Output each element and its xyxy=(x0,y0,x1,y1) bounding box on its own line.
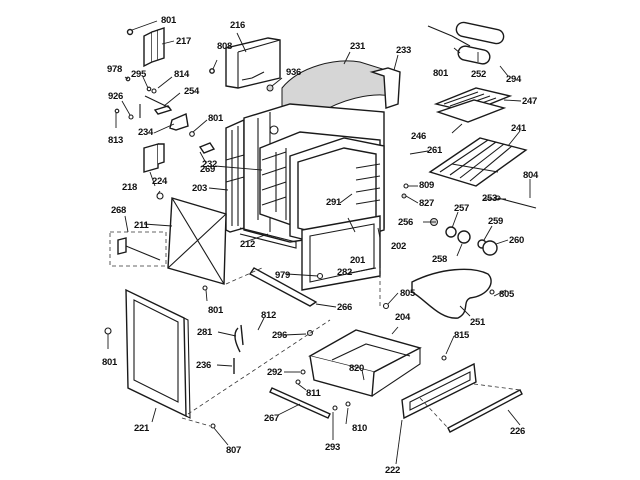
callout-809[interactable]: 809 xyxy=(419,180,434,191)
callout-801[interactable]: 801 xyxy=(208,113,223,124)
callout-256[interactable]: 256 xyxy=(398,217,413,228)
callout-202[interactable]: 202 xyxy=(391,241,406,252)
callout-252[interactable]: 252 xyxy=(471,69,486,80)
side-panel-203 xyxy=(225,118,245,233)
callout-269[interactable]: 269 xyxy=(200,164,215,175)
callout-258[interactable]: 258 xyxy=(432,254,447,265)
callout-224[interactable]: 224 xyxy=(152,176,167,187)
assembly-lines xyxy=(181,267,521,429)
callout-281[interactable]: 281 xyxy=(197,327,212,338)
callout-231[interactable]: 231 xyxy=(350,41,365,52)
callout-936[interactable]: 936 xyxy=(286,67,301,78)
callout-212[interactable]: 212 xyxy=(240,239,255,250)
hinge-kit-268 xyxy=(109,231,167,267)
callout-804[interactable]: 804 xyxy=(523,170,538,181)
callout-218[interactable]: 218 xyxy=(122,182,137,193)
callout-233[interactable]: 233 xyxy=(396,45,411,56)
callout-254[interactable]: 254 xyxy=(184,86,199,97)
callout-808[interactable]: 808 xyxy=(217,41,232,52)
callout-801[interactable]: 801 xyxy=(208,305,223,316)
callout-241[interactable]: 241 xyxy=(511,123,526,134)
latch-269 xyxy=(156,142,216,200)
callout-978[interactable]: 978 xyxy=(107,64,122,75)
callout-268[interactable]: 268 xyxy=(111,205,126,216)
broil-element-252 xyxy=(427,21,505,65)
callout-805[interactable]: 805 xyxy=(499,289,514,300)
knob-assembly xyxy=(401,183,498,256)
callout-257[interactable]: 257 xyxy=(454,203,469,214)
bottom-rail-212 xyxy=(239,227,297,249)
callout-810[interactable]: 810 xyxy=(352,423,367,434)
callout-827[interactable]: 827 xyxy=(419,198,434,209)
callout-221[interactable]: 221 xyxy=(134,423,149,434)
callout-801[interactable]: 801 xyxy=(102,357,117,368)
callout-217[interactable]: 217 xyxy=(176,36,191,47)
callout-203[interactable]: 203 xyxy=(192,183,207,194)
callout-222[interactable]: 222 xyxy=(385,465,400,476)
callout-805[interactable]: 805 xyxy=(400,288,415,299)
callout-267[interactable]: 267 xyxy=(264,413,279,424)
door-handle-281 xyxy=(233,324,244,374)
callout-979[interactable]: 979 xyxy=(275,270,290,281)
callout-266[interactable]: 266 xyxy=(337,302,352,313)
callout-926[interactable]: 926 xyxy=(108,91,123,102)
callout-201[interactable]: 201 xyxy=(350,255,365,266)
hinge-parts-234 xyxy=(114,76,195,137)
callout-234[interactable]: 234 xyxy=(138,127,153,138)
callout-801[interactable]: 801 xyxy=(161,15,176,26)
door-panel-211 xyxy=(167,197,227,285)
drawer-204 xyxy=(308,329,422,397)
leader-lines xyxy=(107,20,531,465)
callout-216[interactable]: 216 xyxy=(230,20,245,31)
callout-236[interactable]: 236 xyxy=(196,360,211,371)
callout-260[interactable]: 260 xyxy=(509,235,524,246)
broil-pan-247 xyxy=(433,87,513,123)
callout-291[interactable]: 291 xyxy=(326,197,341,208)
callout-259[interactable]: 259 xyxy=(488,216,503,227)
door-221 xyxy=(125,288,191,419)
callout-807[interactable]: 807 xyxy=(226,445,241,456)
callout-292[interactable]: 292 xyxy=(267,367,282,378)
callout-247[interactable]: 247 xyxy=(522,96,537,107)
callout-282[interactable]: 282 xyxy=(337,267,352,278)
callout-226[interactable]: 226 xyxy=(510,426,525,437)
callout-815[interactable]: 815 xyxy=(454,330,469,341)
callout-232[interactable]: 232 xyxy=(202,159,217,170)
drawer-rail-267 xyxy=(269,387,331,419)
callout-294[interactable]: 294 xyxy=(506,74,521,85)
callout-811[interactable]: 811 xyxy=(306,388,321,399)
callout-801[interactable]: 801 xyxy=(433,68,448,79)
drawer-trim-226 xyxy=(447,389,523,433)
callout-812[interactable]: 812 xyxy=(261,310,276,321)
rack-support-253 xyxy=(495,195,537,209)
oven-rack-241 xyxy=(428,137,528,187)
callout-820[interactable]: 820 xyxy=(349,363,364,374)
bracket-218 xyxy=(143,143,165,173)
callout-246[interactable]: 246 xyxy=(411,131,426,142)
vent-duct-216 xyxy=(209,37,281,92)
callout-293[interactable]: 293 xyxy=(325,442,340,453)
drawer-front-222 xyxy=(401,362,477,420)
callout-251[interactable]: 251 xyxy=(470,317,485,328)
callout-211[interactable]: 211 xyxy=(134,220,149,231)
bake-element-251 xyxy=(382,268,495,319)
callout-204[interactable]: 204 xyxy=(395,312,410,323)
callout-295[interactable]: 295 xyxy=(131,69,146,80)
callout-814[interactable]: 814 xyxy=(174,69,189,80)
callout-253[interactable]: 253 xyxy=(482,193,497,204)
callout-261[interactable]: 261 xyxy=(427,145,442,156)
callout-296[interactable]: 296 xyxy=(272,330,287,341)
bracket-217 xyxy=(126,27,165,68)
callout-813[interactable]: 813 xyxy=(108,135,123,146)
rail-266 xyxy=(248,267,324,336)
